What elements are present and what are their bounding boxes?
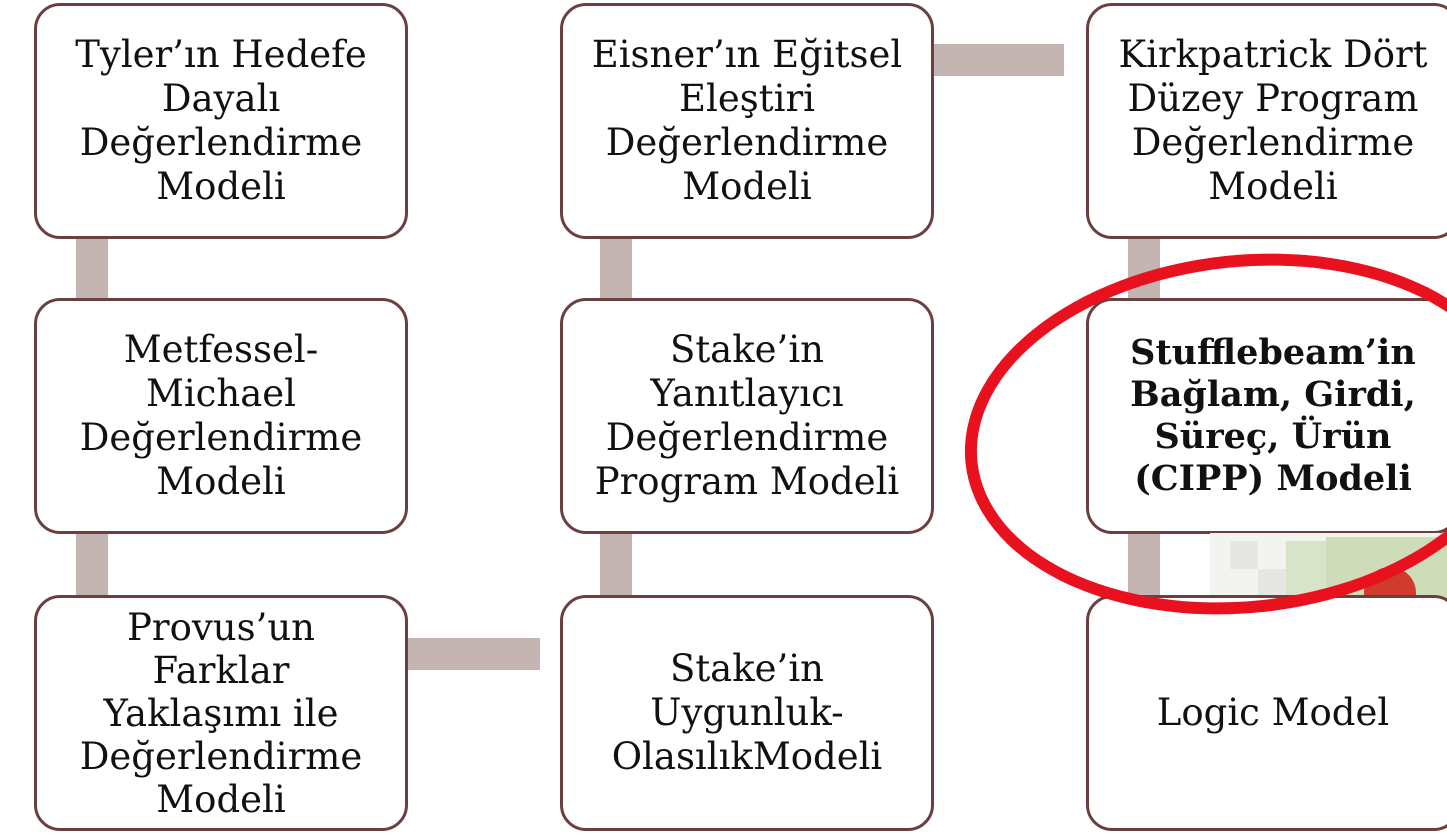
box-cipp-label: Stufflebeam’in Bağlam, Girdi, Süreç, Ürü… [1130,332,1416,499]
decorative-image-fragment [1210,533,1447,603]
box-stake-responsive-model: Stake’in Yanıtlayıcı Değerlendirme Progr… [560,298,934,534]
box-tyler-label: Tyler’ın Hedefe Dayalı Değerlendirme Mod… [75,33,367,208]
box-logic-label: Logic Model [1156,691,1390,734]
box-tyler-model: Tyler’ın Hedefe Dayalı Değerlendirme Mod… [34,3,408,239]
box-metfessel-michael-model: Metfessel- Michael Değerlendirme Modeli [34,298,408,534]
box-stake-responsive-label: Stake’in Yanıtlayıcı Değerlendirme Progr… [594,328,900,503]
box-logic-model: Logic Model [1086,595,1447,831]
connector-metfessel-provus [76,533,108,595]
connector-stake-responsive-eisner [600,236,632,298]
connector-kirkpatrick-cipp [1128,236,1160,298]
box-metfessel-label: Metfessel- Michael Değerlendirme Modeli [79,328,363,503]
box-provus-model: Provus’un Farklar Yaklaşımı ile Değerlen… [34,595,408,831]
connector-provus-stake-countenance [408,638,540,670]
box-eisner-label: Eisner’ın Eğitsel Eleştiri Değerlendirme… [591,33,903,208]
box-stake-countenance-model: Stake’in Uygunluk- OlasılıkModeli [560,595,934,831]
box-eisner-model: Eisner’ın Eğitsel Eleştiri Değerlendirme… [560,3,934,239]
connector-cipp-logic [1128,533,1160,595]
box-stake-countenance-label: Stake’in Uygunluk- OlasılıkModeli [611,647,883,778]
connector-eisner-kirkpatrick [934,44,1064,76]
connector-stake-countenance-stake-responsive [600,533,632,595]
box-cipp-model: Stufflebeam’in Bağlam, Girdi, Süreç, Ürü… [1086,298,1447,534]
connector-tyler-metfessel [76,236,108,298]
box-provus-label: Provus’un Farklar Yaklaşımı ile Değerlen… [79,605,363,821]
box-kirkpatrick-label: Kirkpatrick Dört Düzey Program Değerlend… [1118,33,1428,208]
box-kirkpatrick-model: Kirkpatrick Dört Düzey Program Değerlend… [1086,3,1447,239]
